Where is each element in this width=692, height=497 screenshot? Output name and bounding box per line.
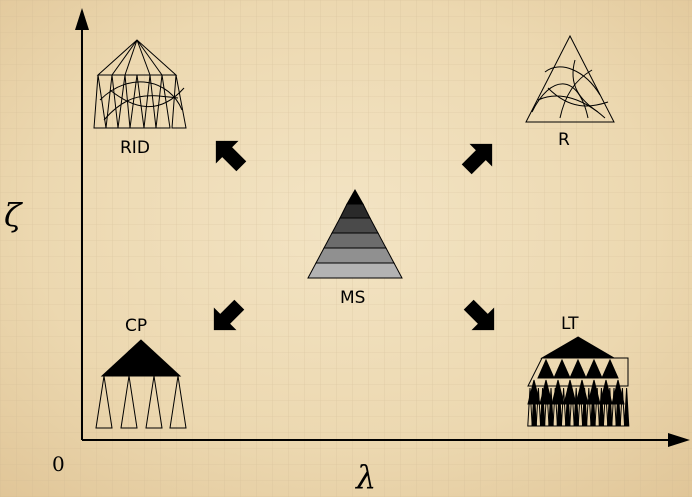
cp-label: CP [125,316,147,336]
rid-label: RID [120,138,150,158]
lt-label: LT [561,314,579,334]
origin-label: 0 [52,452,65,476]
r-label: R [558,130,570,150]
y-axis-label: ζ [4,196,21,234]
x-axis-label: λ [356,458,376,496]
ms-label: MS [340,288,365,308]
